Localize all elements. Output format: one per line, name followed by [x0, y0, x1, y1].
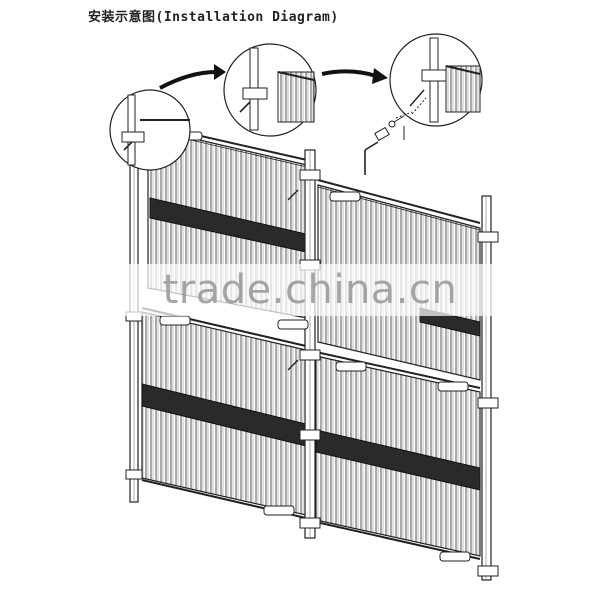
arrow-left-to-middle [159, 64, 226, 90]
detail-circle-right [389, 33, 483, 127]
arrow-middle-to-right [321, 68, 388, 84]
diagram-title: 安装示意图(Installation Diagram) [88, 10, 339, 25]
detail-circle-left [109, 89, 191, 171]
detail-circle-middle [223, 43, 317, 137]
exploded-screw-detail [364, 97, 427, 175]
watermark-text: trade.china.cn [118, 264, 502, 316]
led-strip-bottom-right [315, 429, 481, 491]
post-middle [304, 149, 316, 539]
post-right [481, 195, 492, 581]
